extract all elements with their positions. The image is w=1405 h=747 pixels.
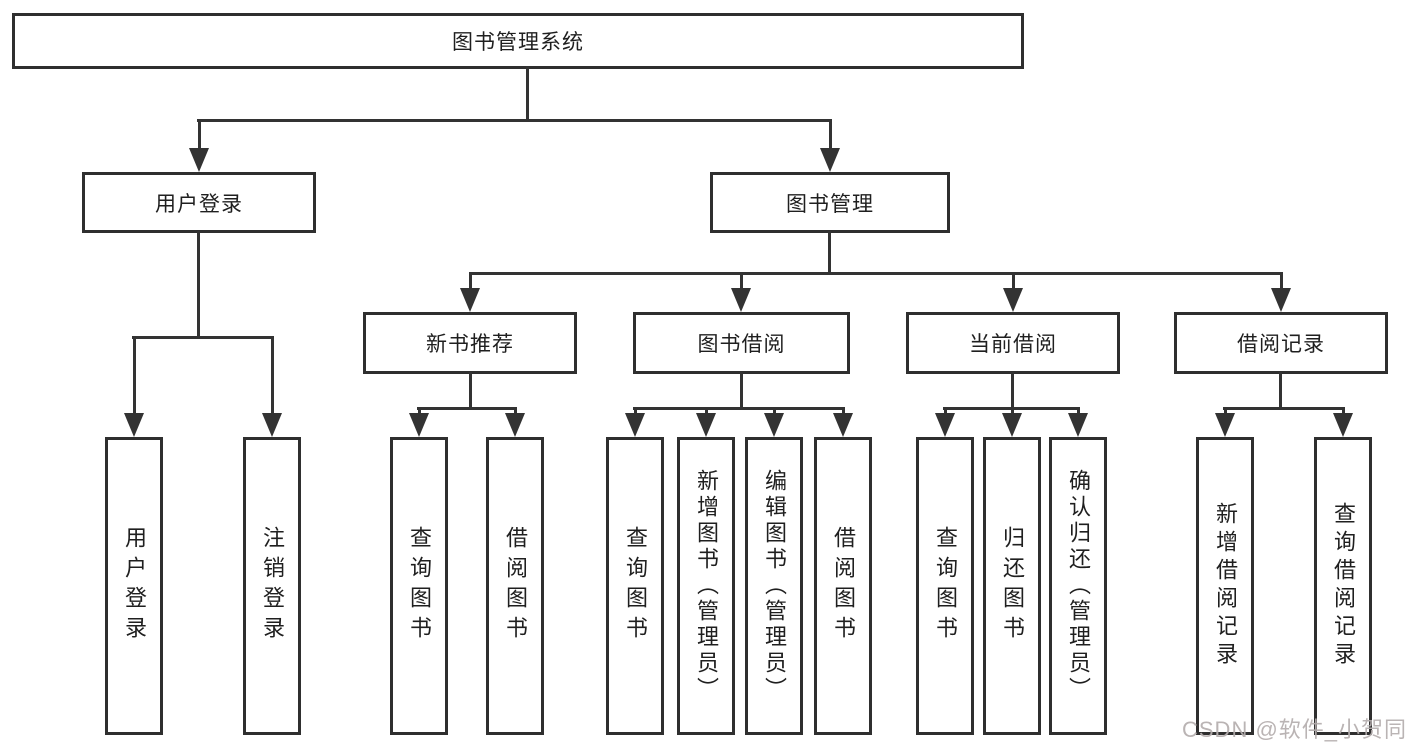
arrow-cb-query: [935, 409, 955, 437]
leaf-br-query-record: 查询借阅记录: [1314, 437, 1372, 735]
connector-borrowing-drop: [740, 372, 743, 410]
node-new-book-recommend-label: 新书推荐: [426, 333, 514, 356]
connector-records-drop: [1279, 372, 1282, 410]
arrow-bb-query: [625, 409, 645, 437]
connector-root-drop: [526, 66, 529, 122]
node-borrowing-records-label: 借阅记录: [1237, 333, 1325, 356]
arrow-nb-borrow: [505, 409, 525, 437]
arrow-bb-edit: [764, 409, 784, 437]
node-current-borrowing-label: 当前借阅: [969, 333, 1057, 356]
leaf-logout-label: 注销登录: [260, 526, 285, 646]
connector-user-login-bus: [132, 336, 274, 339]
node-root: 图书管理系统: [12, 13, 1024, 69]
connector-new-book-drop: [469, 372, 472, 410]
leaf-logout: 注销登录: [243, 437, 301, 735]
connector-current-drop: [1011, 372, 1014, 410]
arrow-to-borrowing-records: [1271, 274, 1291, 312]
arrow-to-book-borrowing: [731, 274, 751, 312]
leaf-nb-query-books-label: 查询图书: [407, 526, 432, 646]
leaf-bb-edit-books: 编辑图书（管理员）: [745, 437, 803, 735]
leaf-nb-borrow-books-label: 借阅图书: [503, 526, 528, 646]
arrow-cb-return: [1002, 409, 1022, 437]
arrow-br-add: [1215, 409, 1235, 437]
leaf-nb-borrow-books: 借阅图书: [486, 437, 544, 735]
leaf-bb-edit-books-label: 编辑图书（管理员）: [762, 469, 787, 703]
connector-new-book-bus: [417, 407, 517, 410]
leaf-nb-query-books: 查询图书: [390, 437, 448, 735]
node-current-borrowing: 当前借阅: [906, 312, 1120, 374]
watermark: CSDN @软件_小贺同学: [1182, 717, 1405, 742]
leaf-cb-query-books-label: 查询图书: [933, 526, 958, 646]
arrow-bb-borrow: [833, 409, 853, 437]
arrow-to-user-login: [189, 120, 209, 172]
connector-user-login-drop: [197, 231, 200, 339]
node-user-login-label: 用户登录: [155, 192, 243, 216]
leaf-cb-return-books-label: 归还图书: [1000, 526, 1025, 646]
leaf-cb-confirm-return-label: 确认归还（管理员）: [1066, 469, 1091, 703]
arrow-to-new-book-recommend: [460, 274, 480, 312]
arrow-to-leaf-login: [124, 337, 144, 437]
leaf-bb-borrow-books: 借阅图书: [814, 437, 872, 735]
leaf-cb-return-books: 归还图书: [983, 437, 1041, 735]
arrow-bb-add: [696, 409, 716, 437]
connector-level3-bus: [469, 272, 1283, 275]
leaf-br-query-record-label: 查询借阅记录: [1331, 502, 1356, 670]
node-root-label: 图书管理系统: [452, 31, 584, 54]
node-book-management: 图书管理: [710, 172, 950, 233]
arrow-to-current-borrowing: [1003, 274, 1023, 312]
arrow-nb-query: [409, 409, 429, 437]
node-book-borrowing: 图书借阅: [633, 312, 850, 374]
connector-book-management-drop: [828, 231, 831, 275]
leaf-bb-add-books-label: 新增图书（管理员）: [694, 469, 719, 703]
leaf-br-add-record: 新增借阅记录: [1196, 437, 1254, 735]
leaf-br-add-record-label: 新增借阅记录: [1213, 502, 1238, 670]
node-book-management-label: 图书管理: [786, 192, 874, 216]
connector-current-bus: [943, 407, 1080, 410]
node-borrowing-records: 借阅记录: [1174, 312, 1388, 374]
arrow-to-leaf-logout: [262, 337, 282, 437]
leaf-cb-confirm-return: 确认归还（管理员）: [1049, 437, 1107, 735]
connector-records-bus: [1223, 407, 1345, 410]
leaf-bb-query-books-label: 查询图书: [623, 526, 648, 646]
leaf-user-login-label: 用户登录: [122, 526, 147, 646]
connector-level2-bus: [197, 119, 832, 122]
arrow-br-query: [1333, 409, 1353, 437]
leaf-bb-add-books: 新增图书（管理员）: [677, 437, 735, 735]
node-new-book-recommend: 新书推荐: [363, 312, 577, 374]
node-book-borrowing-label: 图书借阅: [697, 333, 786, 356]
connector-borrowing-bus: [633, 407, 845, 410]
arrow-to-book-management: [820, 120, 840, 172]
leaf-bb-query-books: 查询图书: [606, 437, 664, 735]
leaf-cb-query-books: 查询图书: [916, 437, 974, 735]
leaf-bb-borrow-books-label: 借阅图书: [831, 526, 856, 646]
arrow-cb-confirm: [1068, 409, 1088, 437]
node-user-login: 用户登录: [82, 172, 316, 233]
leaf-user-login: 用户登录: [105, 437, 163, 735]
